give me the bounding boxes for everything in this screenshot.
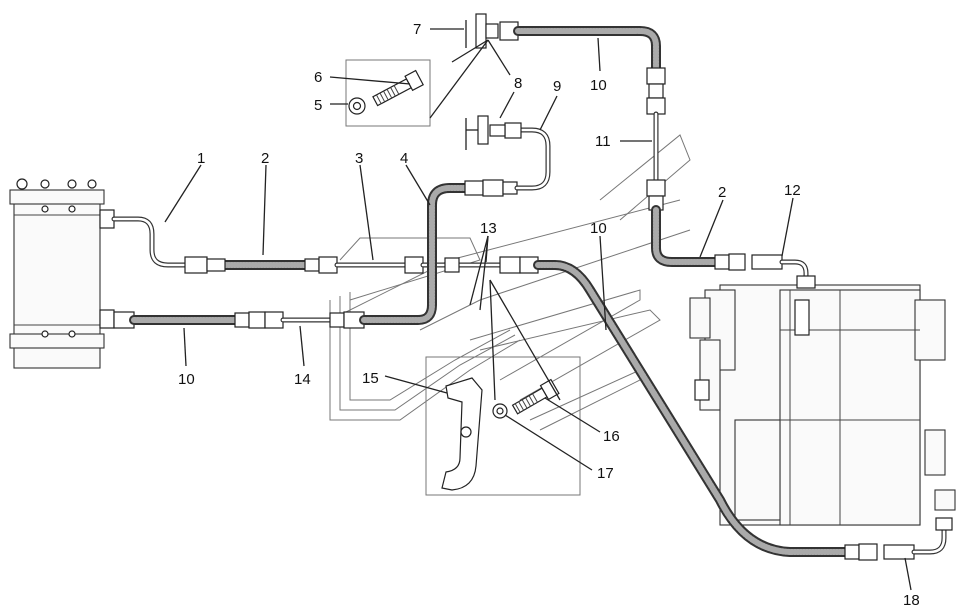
callout-10-lower: 10 bbox=[178, 371, 195, 388]
inset-bolt-washer bbox=[345, 59, 431, 127]
part-14-tube bbox=[280, 311, 365, 329]
part-4-hose bbox=[359, 179, 518, 325]
part-9-tube bbox=[465, 115, 551, 191]
callout-3: 3 bbox=[355, 150, 363, 167]
part-10-hose-top bbox=[513, 26, 666, 115]
part-2-hose-right bbox=[651, 205, 746, 271]
callout-15: 15 bbox=[362, 370, 379, 387]
part-18-elbow bbox=[883, 517, 953, 560]
callout-17: 17 bbox=[597, 465, 614, 482]
callout-14: 14 bbox=[294, 371, 311, 388]
frame-ghost-outline bbox=[329, 134, 691, 431]
oil-cooler-unit bbox=[9, 178, 115, 369]
callout-6: 6 bbox=[314, 69, 322, 86]
callout-labels: 1 2 3 4 5 6 7 8 9 10 10 10 11 2 12 13 14… bbox=[178, 21, 920, 609]
part-7-8-fitting-top bbox=[465, 13, 519, 49]
part-12-elbow bbox=[751, 254, 816, 289]
callout-4: 4 bbox=[400, 150, 408, 167]
part-10-hose-lower bbox=[113, 311, 284, 329]
part-1-tube bbox=[111, 216, 188, 268]
callout-7: 7 bbox=[413, 21, 421, 38]
callout-13: 13 bbox=[480, 220, 497, 237]
callout-9: 9 bbox=[553, 78, 561, 95]
callout-12: 12 bbox=[784, 182, 801, 199]
callout-10-top: 10 bbox=[590, 77, 607, 94]
callout-1: 1 bbox=[197, 150, 205, 167]
callout-8: 8 bbox=[514, 75, 522, 92]
part-10-hose-long bbox=[533, 260, 878, 561]
callout-5: 5 bbox=[314, 97, 322, 114]
callout-16: 16 bbox=[603, 428, 620, 445]
part-2-hose-upper bbox=[184, 256, 338, 274]
callout-2-right: 2 bbox=[718, 184, 726, 201]
engine-block bbox=[689, 284, 956, 526]
leader-lines bbox=[164, 28, 912, 591]
callout-10-middle: 10 bbox=[590, 220, 607, 237]
callout-18: 18 bbox=[903, 592, 920, 609]
callout-2-upper: 2 bbox=[261, 150, 269, 167]
inset-bracket bbox=[425, 356, 581, 496]
part-3-tube bbox=[334, 256, 539, 274]
part-11-tube bbox=[646, 111, 666, 211]
callout-11: 11 bbox=[595, 133, 611, 150]
